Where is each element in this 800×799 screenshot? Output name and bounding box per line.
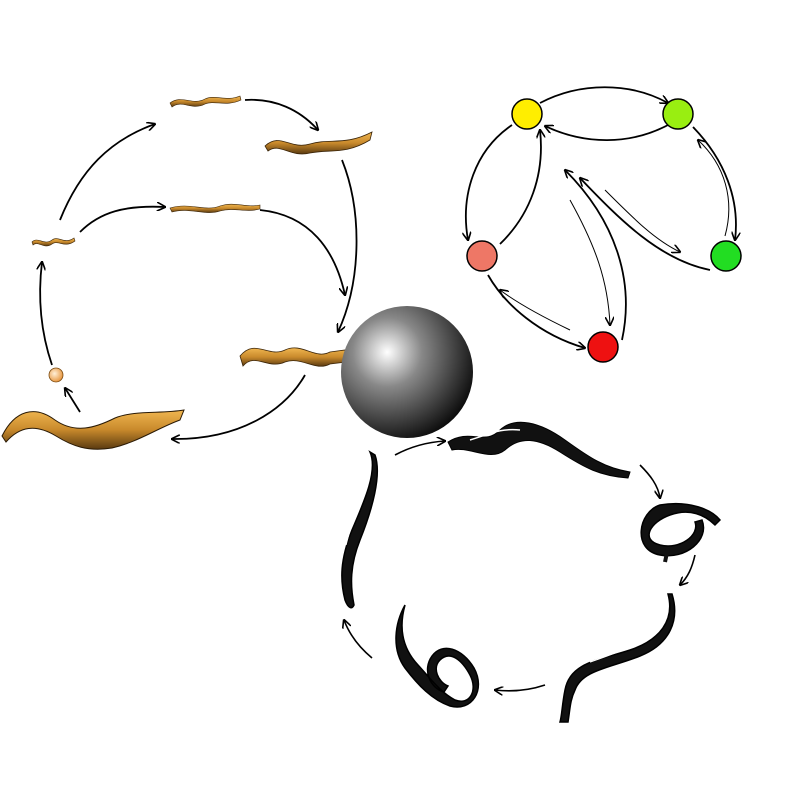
graph-edge xyxy=(692,126,736,240)
node-green xyxy=(710,240,742,272)
larva-lower xyxy=(169,203,261,213)
graph-edge xyxy=(539,86,668,103)
node-salmon xyxy=(466,240,498,272)
graph-edge xyxy=(565,170,627,341)
vertical-worm xyxy=(341,450,379,609)
curved-worm xyxy=(559,593,676,723)
tiny-larva xyxy=(31,237,76,247)
graph-edge xyxy=(698,140,730,237)
graph-edge xyxy=(499,130,541,245)
node-yellow xyxy=(511,98,543,130)
cycle-arrow xyxy=(59,124,155,221)
egg xyxy=(48,367,64,383)
bent-worm xyxy=(395,604,480,708)
cycle-arrow xyxy=(639,464,660,498)
adult-worm xyxy=(239,347,347,367)
cycle-arrow xyxy=(172,374,306,439)
graph-edge xyxy=(545,124,669,142)
straight-worm xyxy=(447,421,631,479)
central-sphere xyxy=(341,306,473,438)
cycle-arrow xyxy=(79,207,165,233)
vertical-worm-highlight xyxy=(345,469,369,546)
curved-worm-highlight xyxy=(589,629,656,663)
cycle-arrow xyxy=(259,209,345,295)
cycle-arrow xyxy=(495,684,546,691)
cycle-arrow xyxy=(40,262,53,366)
node-lime xyxy=(662,98,694,130)
cycle-arrow xyxy=(680,554,696,585)
node-red xyxy=(587,331,619,363)
graph-edge xyxy=(604,189,680,252)
cycle-arrow xyxy=(65,388,81,413)
coiled-worm xyxy=(640,502,722,557)
small-larva xyxy=(169,95,242,108)
cycle-arrow xyxy=(344,620,373,659)
cycle-arrow xyxy=(338,159,358,332)
graph-edge xyxy=(466,124,513,240)
brown-worm-cycle xyxy=(1,95,373,450)
medium-larva xyxy=(264,131,373,155)
large-worm xyxy=(1,409,185,450)
black-worm-cycle xyxy=(341,421,722,723)
state-graph xyxy=(466,86,742,363)
cycle-arrow xyxy=(244,98,318,130)
graph-edge xyxy=(580,178,711,271)
graph-edge xyxy=(569,199,610,325)
graph-edge xyxy=(500,290,571,331)
straight-worm-highlight xyxy=(469,428,521,441)
graph-edge xyxy=(487,274,585,348)
cycle-arrow xyxy=(394,441,445,456)
coiled-worm-inner xyxy=(663,547,670,563)
